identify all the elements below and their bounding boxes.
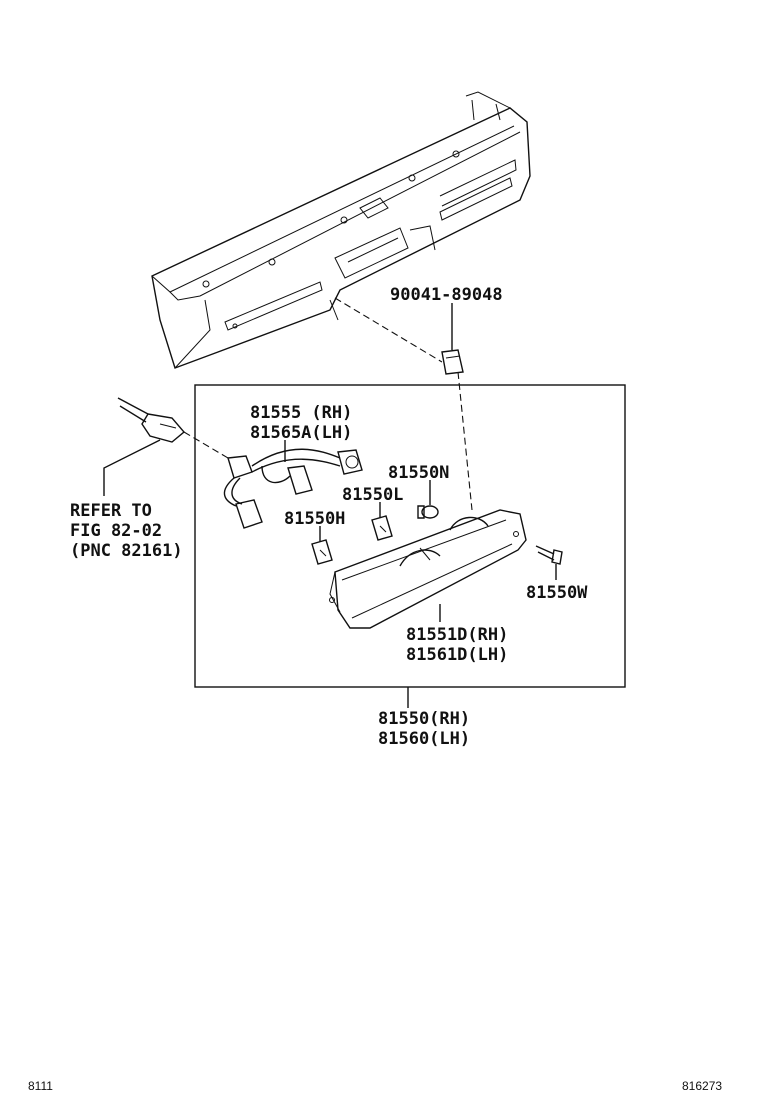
bulb-h-number: 81550H [284, 509, 345, 529]
footer-left-code: 8111 [28, 1079, 53, 1093]
bulb-n-number: 81550N [388, 463, 449, 483]
assembly-lh-number: 81560(LH) [378, 729, 470, 749]
wiring-harness [223, 448, 363, 529]
refer-line-1: REFER TO [70, 501, 152, 521]
bulb-n [417, 505, 439, 519]
clip-part [441, 349, 464, 375]
harness-lh-number: 81565A(LH) [250, 423, 352, 443]
assembly-rh-number: 81550(RH) [378, 709, 470, 729]
bulb-l [371, 515, 393, 541]
external-connector [117, 397, 185, 443]
refer-line-2: FIG 82-02 [70, 521, 162, 541]
turn-signal-lamp [329, 509, 527, 629]
assembly-box [194, 384, 626, 688]
front-bumper-drawing [151, 91, 531, 369]
footer-right-code: 816273 [682, 1079, 722, 1093]
bulb-h [311, 539, 333, 565]
screw-part [535, 545, 563, 565]
lens-lh-number: 81561D(LH) [406, 645, 508, 665]
screw-number: 81550W [526, 583, 588, 603]
lens-rh-number: 81551D(RH) [406, 625, 508, 645]
harness-rh-number: 81555 (RH) [250, 403, 352, 423]
clip-part-number: 90041-89048 [390, 285, 503, 305]
refer-line-3: (PNC 82161) [70, 541, 183, 561]
bulb-l-number: 81550L [342, 485, 403, 505]
